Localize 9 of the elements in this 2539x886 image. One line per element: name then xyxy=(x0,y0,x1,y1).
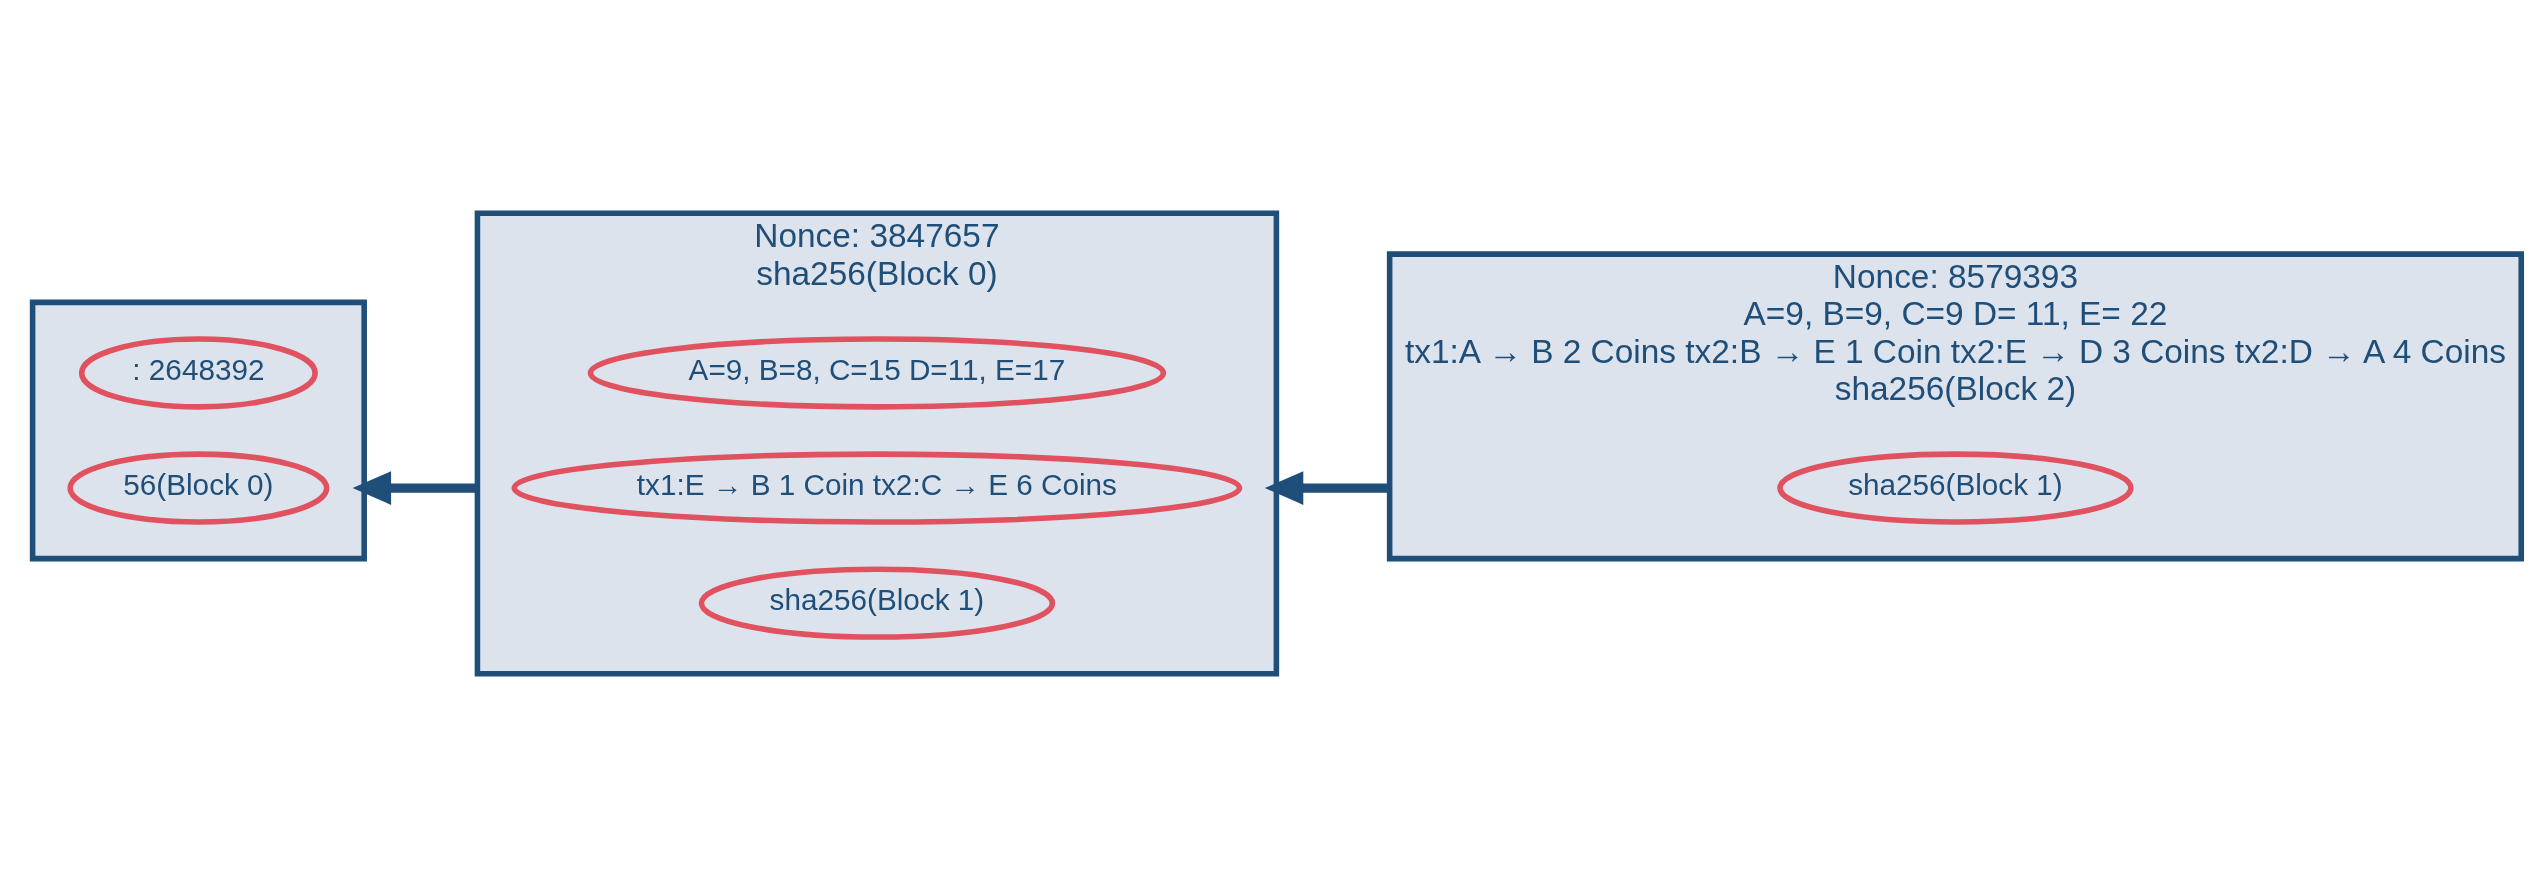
node-ellipse: : 2648392 xyxy=(78,335,318,410)
node-ellipse: 56(Block 0) xyxy=(67,450,330,525)
node-ellipse: A=9, B=8, C=15 D=11, E=17 xyxy=(587,335,1167,410)
arrow xyxy=(1264,470,1390,505)
arrow xyxy=(352,470,478,505)
node-ellipse: tx1:E → B 1 Coin tx2:C → E 6 Coins xyxy=(511,450,1243,525)
cluster xyxy=(29,299,367,561)
node-ellipse: sha256(Block 1) xyxy=(1777,450,2134,525)
node-ellipse: sha256(Block 1) xyxy=(698,565,1056,640)
